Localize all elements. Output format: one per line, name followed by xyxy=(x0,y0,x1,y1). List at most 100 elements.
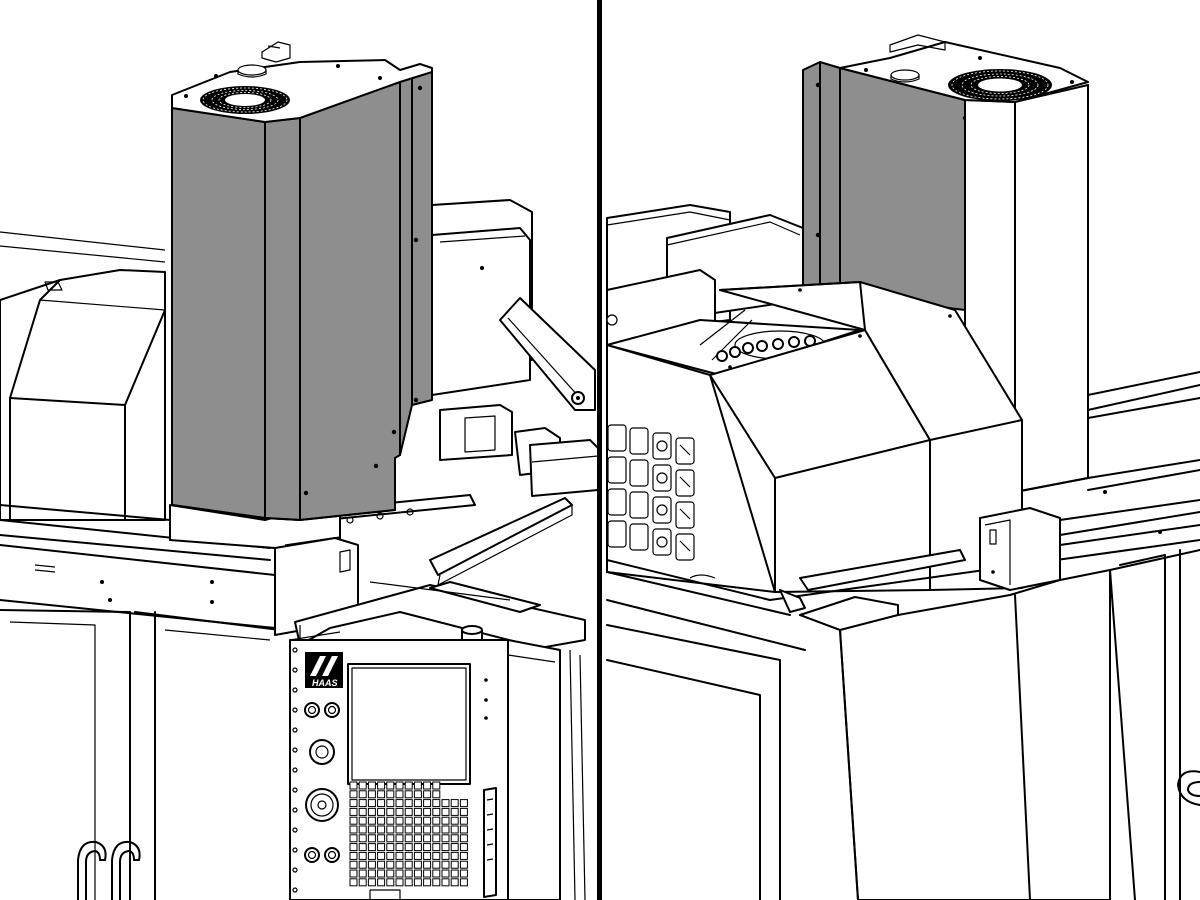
keypad-key[interactable] xyxy=(386,781,395,790)
keypad-key[interactable] xyxy=(450,878,459,887)
keypad-key[interactable] xyxy=(441,851,450,860)
keypad-key[interactable] xyxy=(404,807,413,816)
keypad-key[interactable] xyxy=(358,843,367,852)
keypad-key[interactable] xyxy=(423,816,432,825)
keypad-key[interactable] xyxy=(404,843,413,852)
keypad-key[interactable] xyxy=(349,799,358,808)
keypad-key[interactable] xyxy=(349,781,358,790)
pendant-keypad[interactable] xyxy=(349,781,468,887)
keypad-key[interactable] xyxy=(441,869,450,878)
keypad-key[interactable] xyxy=(459,825,468,834)
keypad-key[interactable] xyxy=(459,851,468,860)
keypad-key[interactable] xyxy=(367,825,376,834)
keypad-key[interactable] xyxy=(404,834,413,843)
keypad-key[interactable] xyxy=(413,825,422,834)
keypad-key[interactable] xyxy=(432,799,441,808)
keypad-key[interactable] xyxy=(395,807,404,816)
keypad-key[interactable] xyxy=(423,790,432,799)
keypad-key[interactable] xyxy=(432,869,441,878)
keypad-key[interactable] xyxy=(395,843,404,852)
keypad-key[interactable] xyxy=(423,860,432,869)
keypad-key[interactable] xyxy=(377,799,386,808)
keypad-key[interactable] xyxy=(395,851,404,860)
keypad-key[interactable] xyxy=(386,860,395,869)
keypad-key[interactable] xyxy=(459,869,468,878)
keypad-key[interactable] xyxy=(404,860,413,869)
keypad-key[interactable] xyxy=(377,816,386,825)
keypad-key[interactable] xyxy=(450,807,459,816)
keypad-key[interactable] xyxy=(450,860,459,869)
keypad-key[interactable] xyxy=(377,851,386,860)
keypad-key[interactable] xyxy=(423,807,432,816)
keypad-key[interactable] xyxy=(349,825,358,834)
keypad-key[interactable] xyxy=(358,825,367,834)
keypad-key[interactable] xyxy=(367,878,376,887)
keypad-key[interactable] xyxy=(349,851,358,860)
keypad-key[interactable] xyxy=(358,851,367,860)
keypad-key[interactable] xyxy=(386,878,395,887)
keypad-key[interactable] xyxy=(432,825,441,834)
keypad-key[interactable] xyxy=(432,790,441,799)
keypad-key[interactable] xyxy=(450,843,459,852)
keypad-key[interactable] xyxy=(432,878,441,887)
keypad-key[interactable] xyxy=(395,790,404,799)
keypad-key[interactable] xyxy=(459,860,468,869)
keypad-key[interactable] xyxy=(423,851,432,860)
keypad-key[interactable] xyxy=(441,807,450,816)
keypad-key[interactable] xyxy=(386,807,395,816)
keypad-key[interactable] xyxy=(413,869,422,878)
keypad-key[interactable] xyxy=(349,843,358,852)
keypad-key[interactable] xyxy=(386,851,395,860)
keypad-key[interactable] xyxy=(349,790,358,799)
keypad-key[interactable] xyxy=(404,790,413,799)
keypad-key[interactable] xyxy=(377,807,386,816)
keypad-key[interactable] xyxy=(367,851,376,860)
keypad-key[interactable] xyxy=(459,807,468,816)
keypad-key[interactable] xyxy=(386,843,395,852)
keypad-key[interactable] xyxy=(386,799,395,808)
keypad-key[interactable] xyxy=(423,869,432,878)
keypad-key[interactable] xyxy=(377,781,386,790)
keypad-key[interactable] xyxy=(450,816,459,825)
keypad-key[interactable] xyxy=(367,790,376,799)
keypad-key[interactable] xyxy=(423,825,432,834)
keypad-key[interactable] xyxy=(423,843,432,852)
keypad-key[interactable] xyxy=(377,843,386,852)
keypad-key[interactable] xyxy=(349,878,358,887)
keypad-key[interactable] xyxy=(404,816,413,825)
keypad-key[interactable] xyxy=(377,878,386,887)
keypad-key[interactable] xyxy=(450,869,459,878)
keypad-key[interactable] xyxy=(377,860,386,869)
keypad-key[interactable] xyxy=(404,878,413,887)
keypad-key[interactable] xyxy=(386,834,395,843)
keypad-key[interactable] xyxy=(432,860,441,869)
keypad-key[interactable] xyxy=(358,834,367,843)
keypad-key[interactable] xyxy=(386,790,395,799)
keypad-key[interactable] xyxy=(404,851,413,860)
keypad-key[interactable] xyxy=(413,790,422,799)
keypad-key[interactable] xyxy=(395,799,404,808)
keypad-key[interactable] xyxy=(404,781,413,790)
keypad-key[interactable] xyxy=(377,790,386,799)
keypad-key[interactable] xyxy=(404,869,413,878)
keypad-key[interactable] xyxy=(450,825,459,834)
keypad-key[interactable] xyxy=(349,807,358,816)
keypad-key[interactable] xyxy=(441,843,450,852)
keypad-key[interactable] xyxy=(413,799,422,808)
keypad-key[interactable] xyxy=(441,799,450,808)
keypad-key[interactable] xyxy=(432,781,441,790)
keypad-key[interactable] xyxy=(413,834,422,843)
keypad-key[interactable] xyxy=(358,807,367,816)
keypad-key[interactable] xyxy=(441,834,450,843)
keypad-key[interactable] xyxy=(432,807,441,816)
keypad-key[interactable] xyxy=(386,816,395,825)
keypad-key[interactable] xyxy=(349,869,358,878)
keypad-key[interactable] xyxy=(441,878,450,887)
keypad-key[interactable] xyxy=(423,878,432,887)
keypad-key[interactable] xyxy=(349,816,358,825)
keypad-key[interactable] xyxy=(423,799,432,808)
keypad-key[interactable] xyxy=(432,851,441,860)
keypad-key[interactable] xyxy=(450,799,459,808)
keypad-key[interactable] xyxy=(459,816,468,825)
keypad-key[interactable] xyxy=(367,816,376,825)
